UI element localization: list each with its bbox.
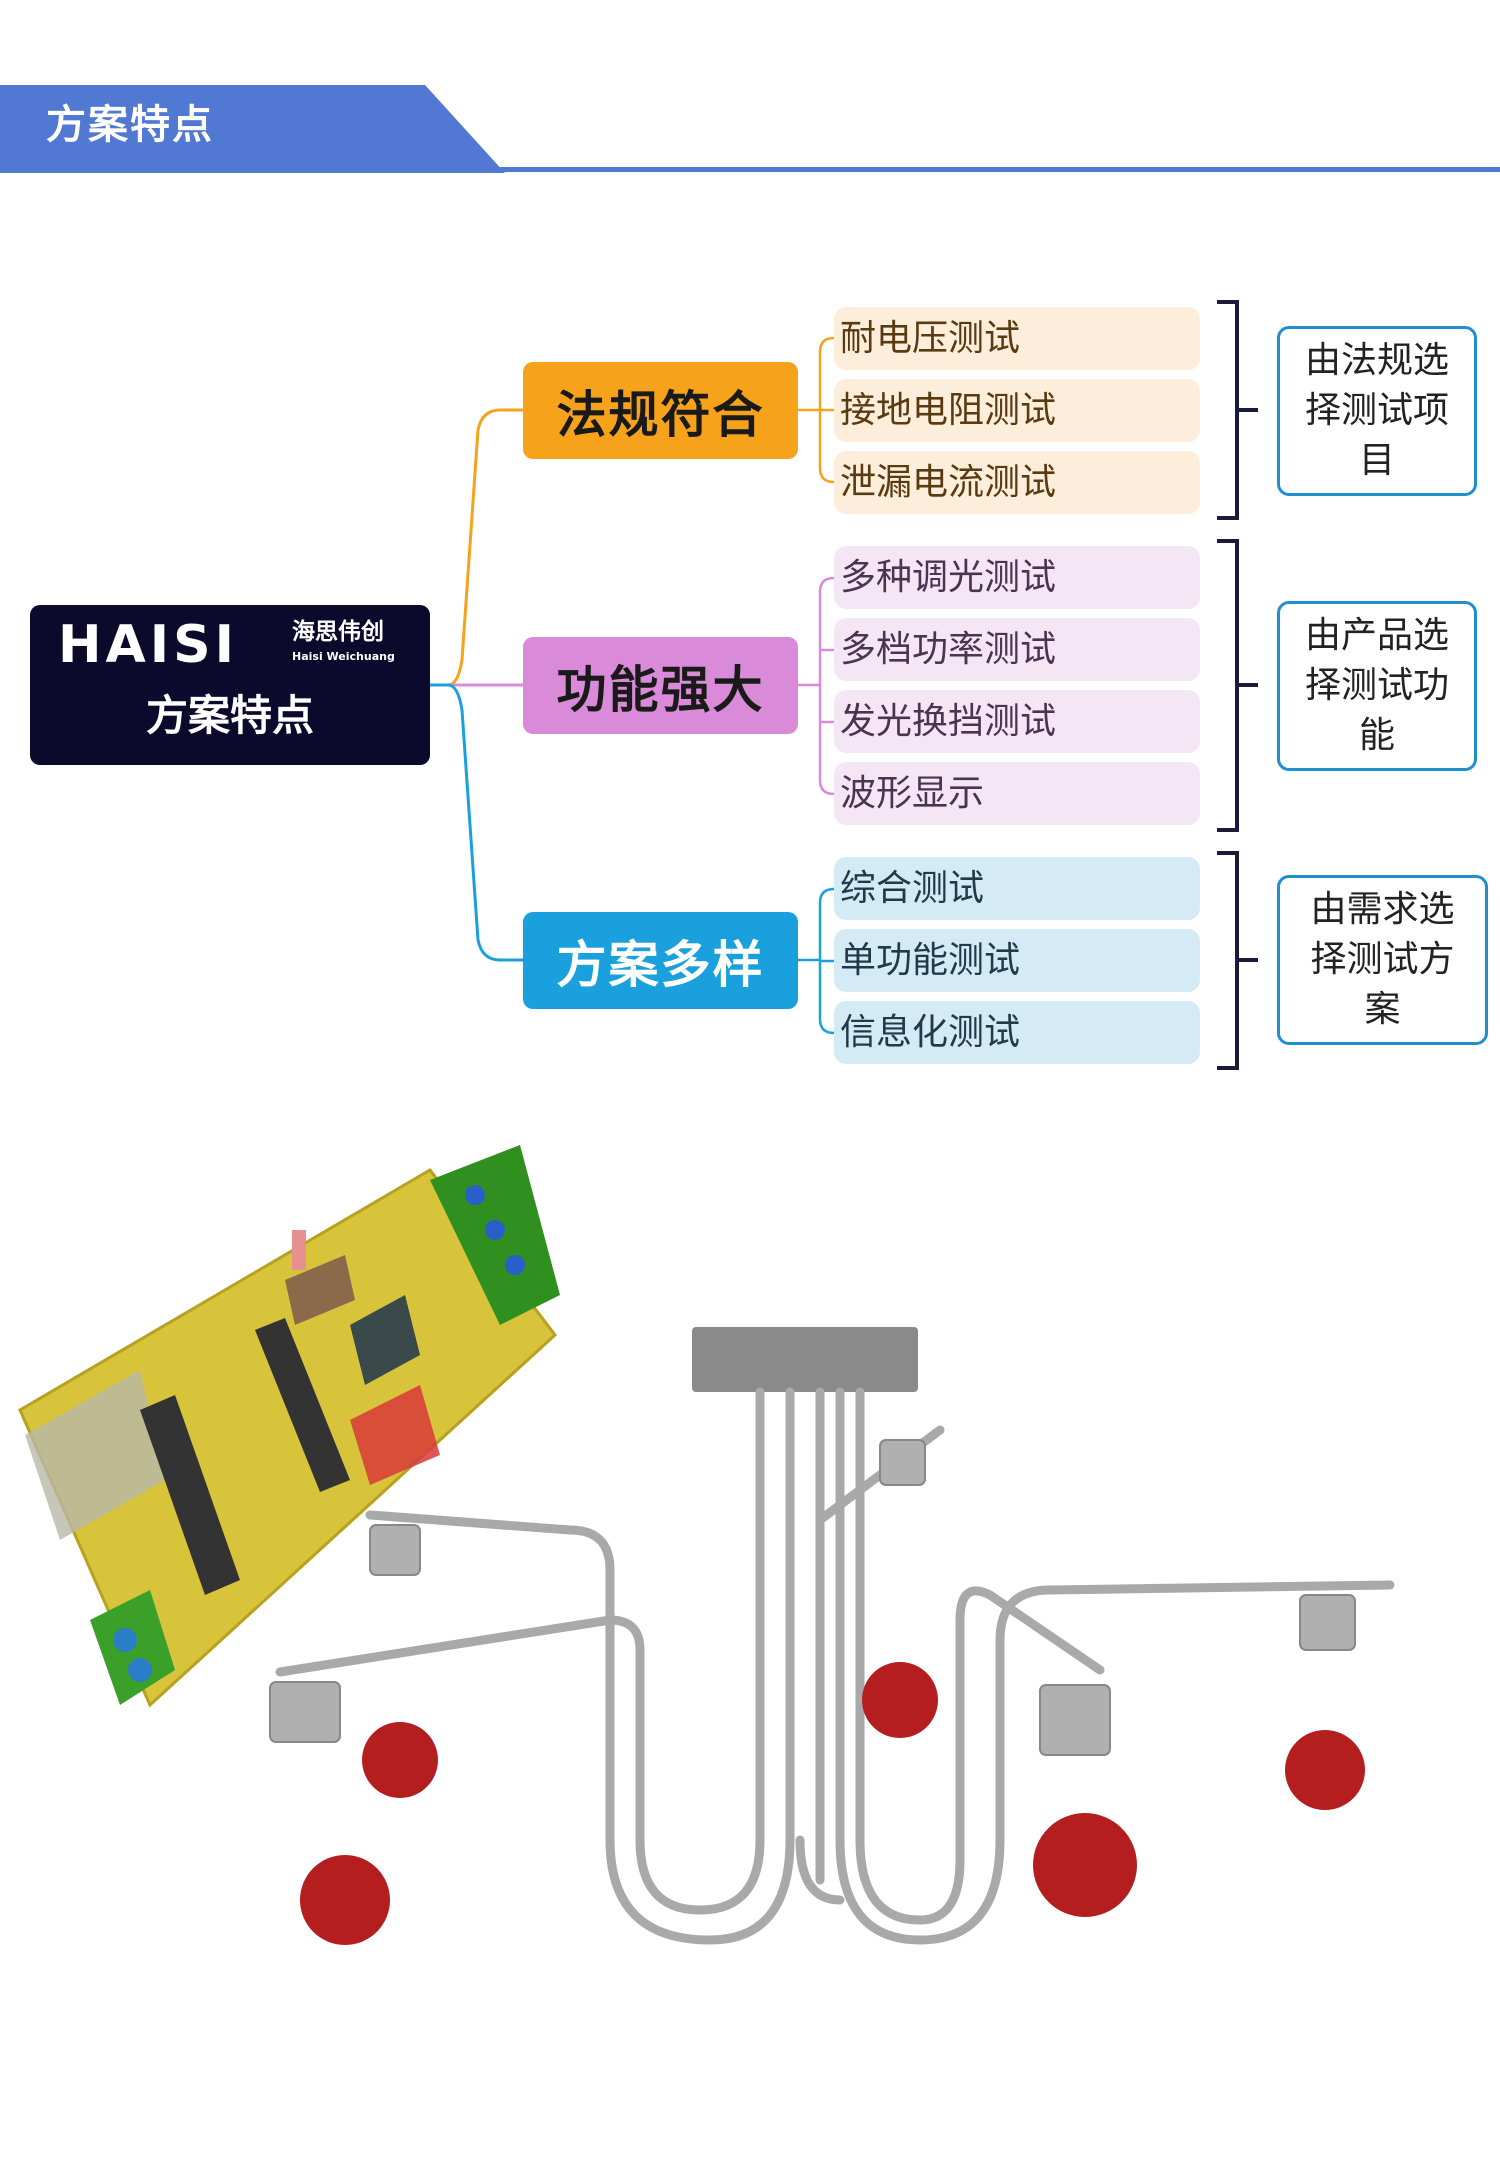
leaf-item: 多档功率测试 (834, 618, 1200, 681)
pcb-board-image (18, 1145, 560, 1708)
leaf-item: 波形显示 (834, 762, 1200, 825)
note-functionality: 由产品选择测试功能 (1277, 601, 1477, 771)
mindmap-connectors (430, 300, 1258, 1070)
note-compliance: 由法规选择测试项目 (1277, 326, 1477, 496)
leaf-item: 单功能测试 (834, 929, 1200, 992)
leaf-item: 发光换挡测试 (834, 690, 1200, 753)
leaf-item: 接地电阻测试 (834, 379, 1200, 442)
leaf-item: 信息化测试 (834, 1001, 1200, 1064)
root-node-title: 方案特点 (145, 691, 314, 740)
category-solutions: 方案多样 (523, 912, 798, 1009)
category-compliance: 法规符合 (523, 362, 798, 459)
leaf-item: 耐电压测试 (834, 307, 1200, 370)
chandelier-image (269, 1327, 1395, 1945)
leaf-item: 泄漏电流测试 (834, 451, 1200, 514)
section-banner (0, 85, 505, 173)
logo-en-name: Haisi Weichuang (292, 650, 395, 663)
haisi-logo: HAISI (58, 615, 238, 675)
section-title: 方案特点 (46, 102, 214, 148)
note-solutions: 由需求选择测试方案 (1277, 875, 1488, 1045)
category-functionality: 功能强大 (523, 637, 798, 734)
divider (500, 167, 1500, 172)
leaf-item: 多种调光测试 (834, 546, 1200, 609)
leaf-item: 综合测试 (834, 857, 1200, 920)
logo-node (30, 605, 430, 765)
logo-cn-name: 海思伟创 (292, 619, 384, 645)
